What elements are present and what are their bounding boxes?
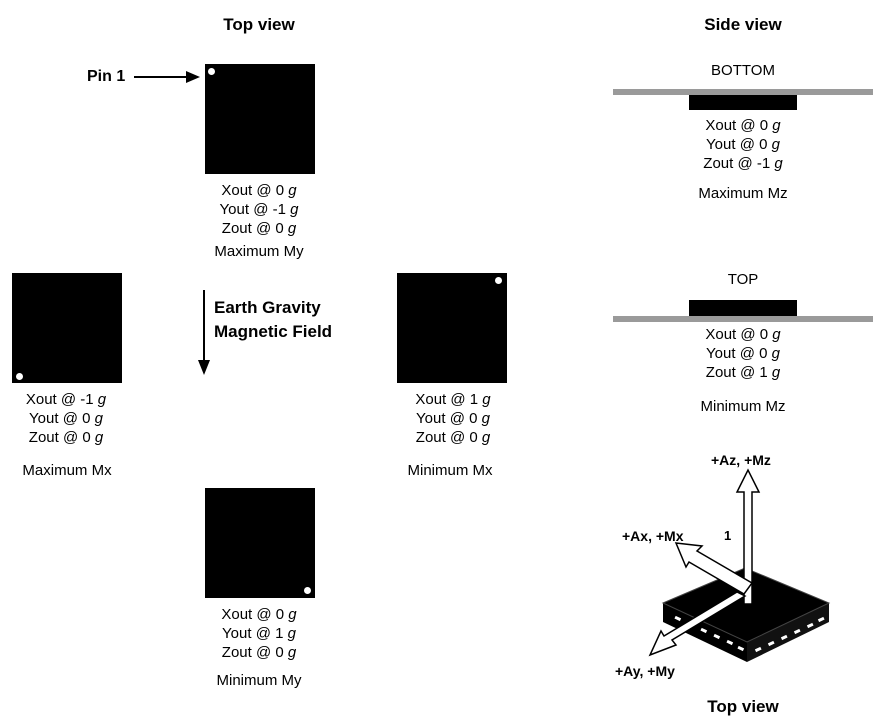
chip-top-orientation <box>205 64 315 174</box>
caption-left: Maximum Mx <box>22 462 112 479</box>
caption-top: Maximum My <box>214 243 304 260</box>
top-view-header: Top view <box>223 15 295 34</box>
pin1-arrow-icon <box>134 71 200 83</box>
reading-x: Xout @ 0 g <box>221 606 297 623</box>
side-view-header: Side view <box>704 15 782 34</box>
caption-side-top: Minimum Mz <box>700 398 786 415</box>
readings-top: Xout @ 0 g Yout @ -1 g Zout @ 0 g <box>159 181 359 238</box>
chip-left-orientation <box>12 273 122 383</box>
reading-y: Yout @ 1 g <box>222 625 296 642</box>
board-line-top <box>613 316 873 322</box>
side-top-title: TOP <box>727 271 759 288</box>
chip-bottom-orientation <box>205 488 315 598</box>
reading-y: Yout @ 0 g <box>29 410 103 427</box>
iso-top-view-header: Top view <box>707 697 779 716</box>
reading-z: Zout @ 1 g <box>705 364 781 381</box>
x-axis-label: +Ax, +Mx <box>622 528 684 544</box>
reading-y: Yout @ 0 g <box>416 410 490 427</box>
pin1-dot-icon <box>304 587 311 594</box>
reading-z: Zout @ 0 g <box>221 220 297 237</box>
caption-right: Minimum Mx <box>407 462 493 479</box>
readings-side-bottom: Xout @ 0 g Yout @ 0 g Zout @ -1 g <box>643 116 843 173</box>
reading-y: Yout @ 0 g <box>706 136 780 153</box>
readings-right: Xout @ 1 g Yout @ 0 g Zout @ 0 g <box>353 390 553 447</box>
reading-z: Zout @ 0 g <box>221 644 297 661</box>
z-axis-label: +Az, +Mz <box>711 452 771 468</box>
caption-bottom: Minimum My <box>216 672 302 689</box>
reading-z: Zout @ 0 g <box>28 429 104 446</box>
reading-x: Xout @ -1 g <box>25 391 107 408</box>
readings-side-top: Xout @ 0 g Yout @ 0 g Zout @ 1 g <box>643 325 843 382</box>
z-axis-arrow-icon <box>735 468 761 605</box>
gravity-field-label: Earth Gravity Magnetic Field <box>214 298 333 341</box>
readings-bottom: Xout @ 0 g Yout @ 1 g Zout @ 0 g <box>159 605 359 662</box>
pin1-dot-icon <box>208 68 215 75</box>
readings-left: Xout @ -1 g Yout @ 0 g Zout @ 0 g <box>0 390 166 447</box>
pin1-label: Pin 1 <box>87 68 126 85</box>
isometric-package-icon <box>661 560 831 662</box>
side-bottom-title: BOTTOM <box>711 62 775 79</box>
chip-side-bottom <box>689 95 797 110</box>
y-axis-arrow-icon <box>648 591 747 657</box>
caption-side-bottom: Maximum Mz <box>698 185 788 202</box>
pin1-marker-label: 1 <box>724 528 732 543</box>
chip-side-top <box>689 300 797 316</box>
pin1-dot-icon <box>16 373 23 380</box>
reading-y: Yout @ 0 g <box>706 345 780 362</box>
reading-x: Xout @ 0 g <box>221 182 297 199</box>
chip-right-orientation <box>397 273 507 383</box>
reading-x: Xout @ 0 g <box>705 326 781 343</box>
reading-y: Yout @ -1 g <box>219 201 299 218</box>
board-line-bottom <box>613 89 873 95</box>
y-axis-label: +Ay, +My <box>615 663 675 679</box>
reading-z: Zout @ -1 g <box>703 155 783 172</box>
reading-z: Zout @ 0 g <box>415 429 491 446</box>
pin1-dot-icon <box>495 277 502 284</box>
reading-x: Xout @ 1 g <box>415 391 491 408</box>
x-axis-arrow-icon <box>674 542 754 595</box>
reading-x: Xout @ 0 g <box>705 117 781 134</box>
gravity-arrow-icon <box>198 290 210 375</box>
